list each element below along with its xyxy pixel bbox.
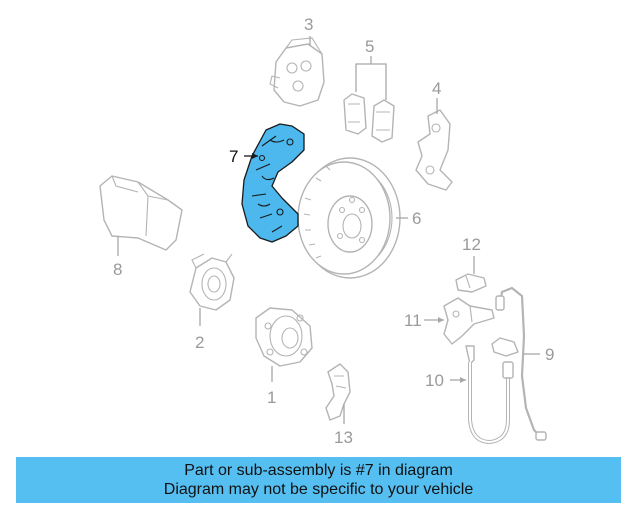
wheel-bearing-part[interactable] — [189, 253, 235, 326]
caliper-bracket-part[interactable] — [415, 98, 453, 191]
callout-1: 1 — [267, 388, 276, 407]
hose-bracket-part[interactable] — [424, 297, 495, 345]
banner-line-2: Diagram may not be specific to your vehi… — [163, 481, 474, 498]
parts-diagram: 3 5 4 6 — [99, 15, 554, 447]
banner-line-1: Part or sub-assembly is #7 in diagram — [184, 462, 453, 479]
splash-guard-part[interactable] — [99, 175, 183, 256]
brake-hose-part[interactable] — [450, 345, 514, 445]
callout-9: 9 — [545, 345, 554, 364]
callout-6: 6 — [412, 209, 421, 228]
callout-5: 5 — [365, 37, 374, 56]
abs-sensor-part[interactable] — [325, 363, 351, 424]
callout-8: 8 — [113, 260, 122, 279]
callout-2: 2 — [195, 333, 204, 352]
brake-pads-part[interactable] — [343, 56, 395, 143]
callout-7: 7 — [229, 147, 238, 166]
callout-11: 11 — [404, 311, 422, 330]
brake-line-part[interactable] — [491, 286, 547, 441]
bracket-clip-part[interactable] — [455, 256, 487, 293]
callout-13: 13 — [334, 428, 353, 447]
wheel-hub-part[interactable] — [255, 307, 313, 382]
callout-4: 4 — [432, 79, 441, 98]
callout-12: 12 — [462, 235, 481, 254]
brake-disc-part[interactable] — [297, 157, 408, 279]
callout-10: 10 — [425, 371, 444, 390]
caliper-part[interactable] — [269, 36, 325, 107]
dust-shield-part[interactable] — [241, 123, 305, 243]
info-banner: Part or sub-assembly is #7 in diagram Di… — [16, 457, 621, 503]
callout-3: 3 — [304, 15, 313, 34]
